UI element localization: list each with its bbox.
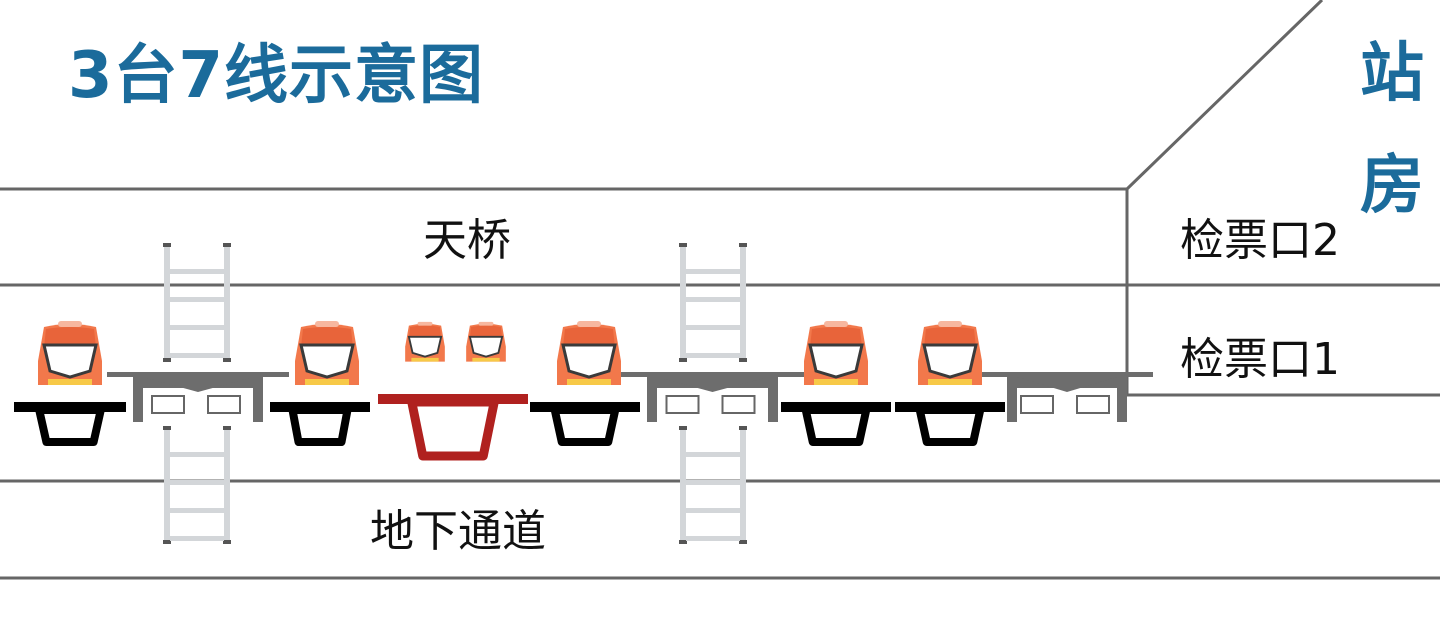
diagram-title: 3台7线示意图 xyxy=(68,39,485,113)
underpass-stairs-2 xyxy=(679,426,747,544)
train-icon xyxy=(465,320,507,363)
track-bed-4 xyxy=(530,402,640,446)
platforms-group xyxy=(107,372,1153,422)
overpass-stairs-1 xyxy=(163,243,231,362)
train-icon xyxy=(802,319,870,387)
track-bed-2 xyxy=(270,402,370,446)
overpass-stairs-2 xyxy=(679,243,747,362)
platform-3 xyxy=(981,372,1153,422)
track-bed-1 xyxy=(14,402,126,446)
gate-2-label: 检票口2 xyxy=(1180,215,1340,266)
track-bed-3 xyxy=(378,394,528,461)
train-icon xyxy=(293,319,361,387)
train-icon xyxy=(916,319,984,387)
underpass-label: 地下通道 xyxy=(370,506,546,557)
train-icon xyxy=(36,319,104,387)
station-char-1: 站 xyxy=(1360,37,1424,111)
station-house-label: 站 房 xyxy=(1352,18,1432,242)
tracks-group xyxy=(14,394,1005,461)
overpass-label: 天桥 xyxy=(423,215,511,266)
gate-1-label: 检票口1 xyxy=(1180,334,1340,385)
platform-2 xyxy=(621,372,804,422)
structure-lines xyxy=(0,0,1440,580)
track-bed-5 xyxy=(781,402,891,446)
underpass-stairs-1 xyxy=(163,426,231,544)
train-icon xyxy=(404,320,446,363)
station-char-2: 房 xyxy=(1360,149,1424,223)
train-icon xyxy=(555,319,623,387)
station-roof-line xyxy=(1125,0,1324,191)
track-bed-6 xyxy=(895,402,1005,446)
platform-1 xyxy=(107,372,289,422)
stairs-group xyxy=(163,243,747,544)
